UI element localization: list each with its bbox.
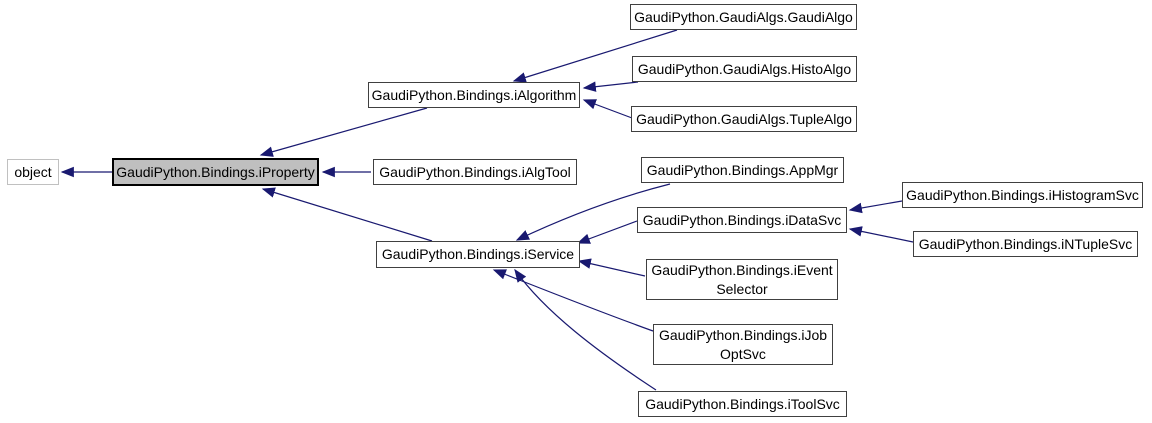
node-intuplesvc-label: GaudiPython.Bindings.iNTupleSvc bbox=[918, 235, 1133, 252]
node-object: object bbox=[7, 159, 59, 185]
node-ijoboptsvc-label: GaudiPython.Bindings.iJob OptSvc bbox=[658, 327, 828, 362]
node-intuplesvc[interactable]: GaudiPython.Bindings.iNTupleSvc bbox=[913, 231, 1138, 257]
node-object-label: object bbox=[14, 163, 52, 180]
edge-ijoboptsvc-to-iservice bbox=[492, 269, 654, 332]
node-ialgorithm[interactable]: GaudiPython.Bindings.iAlgorithm bbox=[368, 82, 580, 108]
node-ihistogramsvc[interactable]: GaudiPython.Bindings.iHistogramSvc bbox=[902, 182, 1143, 208]
node-histoalgo[interactable]: GaudiPython.GaudiAlgs.HistoAlgo bbox=[632, 56, 857, 82]
node-ihistogramsvc-label: GaudiPython.Bindings.iHistogramSvc bbox=[906, 186, 1139, 203]
node-ialgorithm-label: GaudiPython.Bindings.iAlgorithm bbox=[371, 86, 577, 103]
node-itoolsvc-label: GaudiPython.Bindings.iToolSvc bbox=[645, 395, 840, 412]
edge-appmgr-to-iservice bbox=[515, 183, 671, 241]
edge-tuplealgo-to-ialgorithm bbox=[582, 99, 633, 119]
node-idatasvc[interactable]: GaudiPython.Bindings.iDataSvc bbox=[637, 207, 847, 233]
node-iproperty: GaudiPython.Bindings.iProperty bbox=[112, 158, 319, 186]
edge-idatasvc-to-iservice bbox=[576, 220, 638, 244]
node-appmgr[interactable]: GaudiPython.Bindings.AppMgr bbox=[641, 157, 844, 183]
node-histoalgo-label: GaudiPython.GaudiAlgs.HistoAlgo bbox=[637, 60, 852, 77]
node-iservice-label: GaudiPython.Bindings.iService bbox=[381, 246, 575, 263]
node-ialgtool[interactable]: GaudiPython.Bindings.iAlgTool bbox=[373, 159, 577, 185]
node-gaudialgo[interactable]: GaudiPython.GaudiAlgs.GaudiAlgo bbox=[630, 4, 857, 30]
edge-gaudialgo-to-ialgorithm bbox=[512, 29, 678, 83]
edge-intuplesvc-to-idatasvc bbox=[848, 226, 914, 243]
node-ieventselector[interactable]: GaudiPython.Bindings.iEvent Selector bbox=[646, 259, 838, 300]
node-ijoboptsvc[interactable]: GaudiPython.Bindings.iJob OptSvc bbox=[653, 324, 833, 365]
edge-histoalgo-to-ialgorithm bbox=[582, 81, 639, 92]
edge-ieventselector-to-iservice bbox=[577, 258, 646, 277]
edge-ialgorithm-to-iproperty bbox=[259, 107, 428, 157]
node-idatasvc-label: GaudiPython.Bindings.iDataSvc bbox=[642, 211, 842, 228]
node-ieventselector-label: GaudiPython.Bindings.iEvent Selector bbox=[651, 262, 833, 297]
node-appmgr-label: GaudiPython.Bindings.AppMgr bbox=[646, 161, 839, 178]
edge-ihistogramsvc-to-idatasvc bbox=[848, 200, 903, 214]
node-iservice[interactable]: GaudiPython.Bindings.iService bbox=[376, 241, 580, 268]
node-iproperty-label: GaudiPython.Bindings.iProperty bbox=[116, 163, 315, 180]
edge-iservice-to-iproperty bbox=[261, 187, 433, 242]
node-ialgtool-label: GaudiPython.Bindings.iAlgTool bbox=[379, 163, 571, 180]
node-tuplealgo-label: GaudiPython.GaudiAlgs.TupleAlgo bbox=[636, 110, 852, 127]
edge-itoolsvc-to-iservice bbox=[514, 268, 657, 391]
node-itoolsvc[interactable]: GaudiPython.Bindings.iToolSvc bbox=[638, 391, 847, 417]
node-tuplealgo[interactable]: GaudiPython.GaudiAlgs.TupleAlgo bbox=[631, 106, 857, 132]
node-gaudialgo-label: GaudiPython.GaudiAlgs.GaudiAlgo bbox=[634, 8, 853, 25]
